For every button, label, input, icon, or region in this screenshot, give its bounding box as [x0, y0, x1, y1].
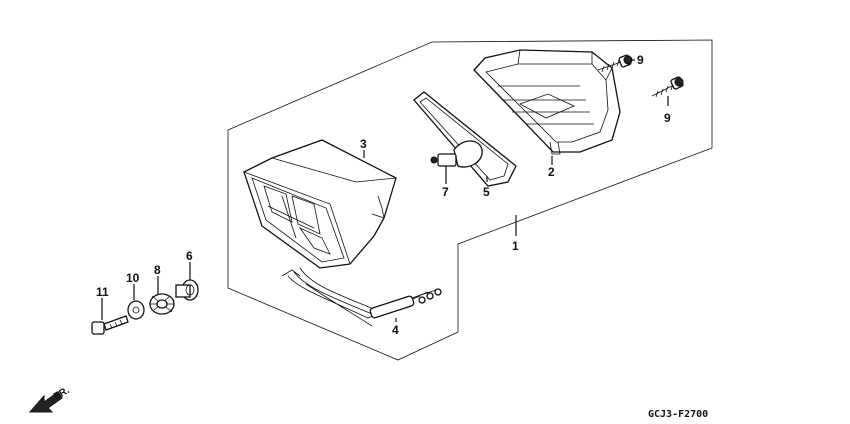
callout-10: 10 — [126, 271, 140, 285]
diagram-code: GCJ3-F2700 — [648, 409, 708, 420]
callout-9-lower: 9 — [664, 111, 671, 125]
callout-7: 7 — [442, 185, 449, 199]
leader-lines — [101, 59, 669, 322]
callout-11: 11 — [96, 285, 109, 299]
callout-6: 6 — [186, 249, 193, 263]
screw-9-lower — [651, 76, 684, 98]
callout-1: 1 — [512, 239, 519, 253]
bolt — [91, 315, 129, 335]
callout-8: 8 — [154, 263, 161, 277]
lens-gasket — [413, 91, 517, 187]
wire-harness — [281, 267, 442, 327]
bulb — [430, 140, 483, 168]
washer — [127, 300, 145, 320]
tail-light-housing — [243, 139, 397, 269]
assembly-boundary — [227, 39, 713, 361]
rubber-mount — [175, 279, 199, 301]
screw-9-upper — [597, 54, 633, 73]
gear-nut — [149, 293, 175, 315]
callout-9-upper: 9 — [637, 53, 644, 67]
callout-2: 2 — [548, 165, 555, 179]
tail-light-lens — [473, 49, 621, 155]
front-label: FR. — [52, 385, 72, 403]
callout-5: 5 — [483, 185, 490, 199]
callout-4: 4 — [392, 323, 399, 337]
callout-3: 3 — [360, 137, 367, 151]
front-direction-arrow: FR. — [28, 385, 72, 413]
